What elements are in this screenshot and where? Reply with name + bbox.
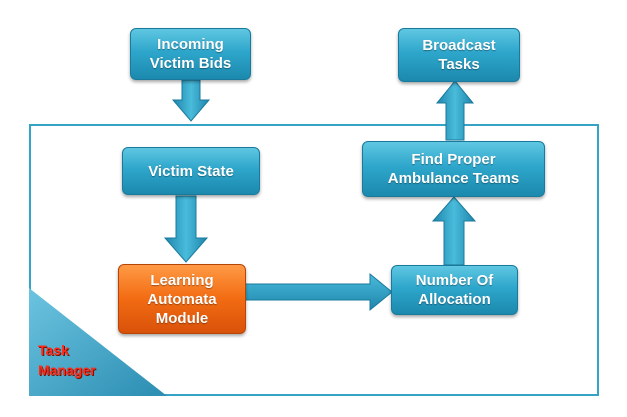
task-manager-label-line1: Task: [38, 342, 69, 358]
node-broadcast-line2: Tasks: [438, 56, 480, 73]
node-incoming-line1: Incoming: [157, 36, 224, 53]
node-incoming-line2: Victim Bids: [149, 55, 232, 72]
task-manager-label-line2: Manager: [38, 362, 96, 378]
node-learning-automata-module: Learning Automata Module: [118, 264, 246, 334]
node-broadcast-tasks: Broadcast Tasks: [398, 28, 520, 82]
node-number-of-allocation: Number Of Allocation: [391, 265, 518, 315]
node-victim-state: Victim State: [122, 147, 260, 195]
node-broadcast-line1: Broadcast: [422, 37, 496, 54]
arrow-victim-to-learning: [163, 195, 209, 263]
node-learning-line1: Learning: [150, 271, 214, 289]
node-learning-line2: Automata: [147, 290, 217, 308]
node-find-ambulance-teams: Find Proper Ambulance Teams: [362, 141, 545, 197]
arrow-find-to-broadcast: [435, 80, 475, 141]
arrow-allocation-to-find: [431, 196, 477, 266]
node-victim-state-label: Victim State: [148, 162, 234, 180]
arrow-learning-to-allocation: [244, 272, 393, 312]
node-learning-line3: Module: [155, 309, 209, 327]
node-find-line2: Ambulance Teams: [387, 170, 520, 187]
node-allocation-line2: Allocation: [418, 291, 491, 308]
node-incoming-victim-bids: Incoming Victim Bids: [130, 28, 251, 80]
node-find-line1: Find Proper: [411, 151, 496, 168]
arrow-incoming-to-manager: [171, 79, 211, 122]
task-manager-corner: [29, 288, 169, 396]
node-allocation-line1: Number Of: [415, 272, 494, 289]
task-manager-frame: [29, 124, 599, 396]
